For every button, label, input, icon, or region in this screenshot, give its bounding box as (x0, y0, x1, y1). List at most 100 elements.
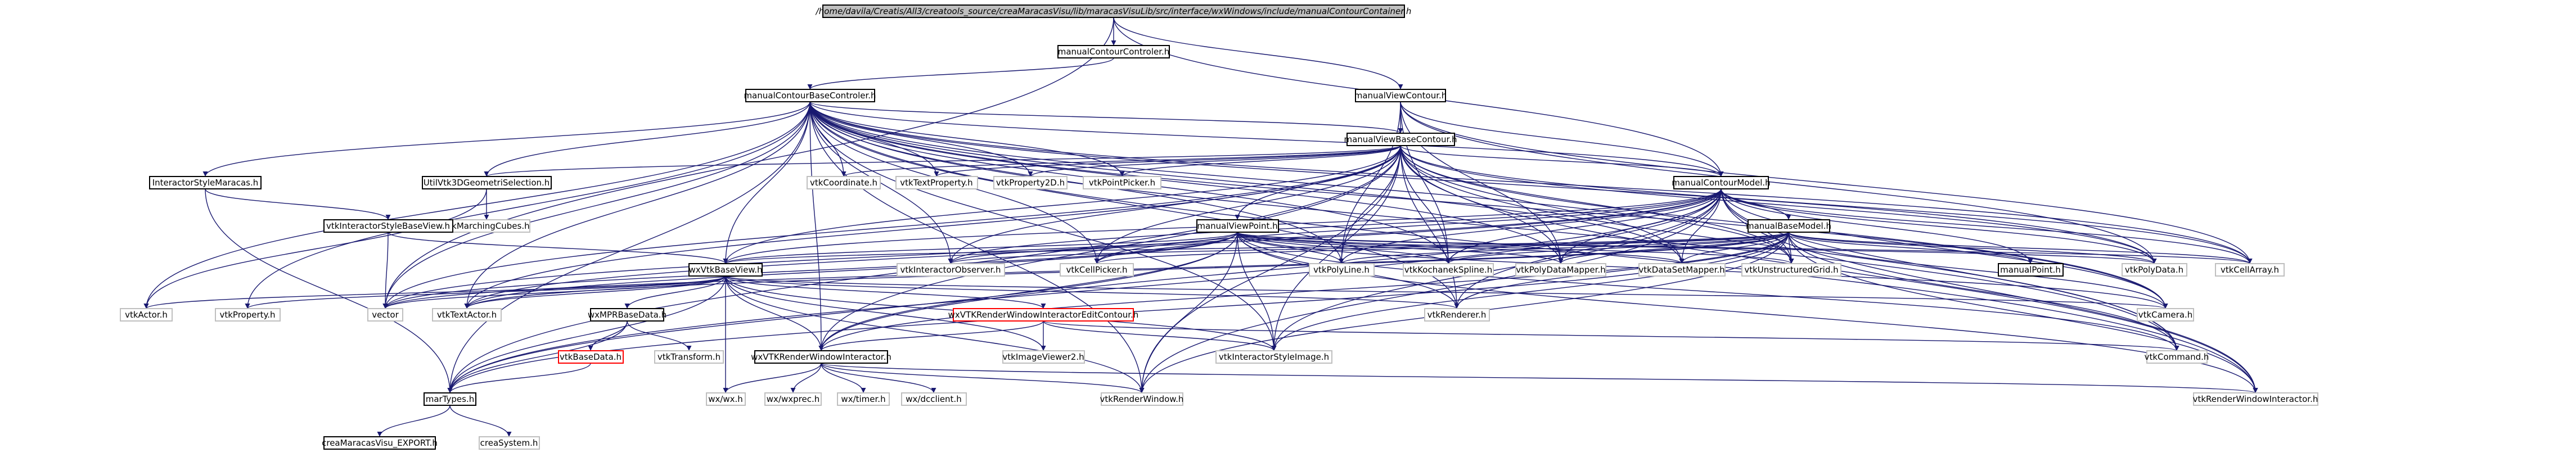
node-label: vtkUnstructuredGrid.h (1744, 265, 1838, 275)
node-crea: creaSystem.h (479, 436, 540, 450)
node-box (149, 176, 262, 189)
node-layer: /home/davila/Creatis/All3/creatools_sour… (120, 4, 2318, 450)
node-mcm[interactable]: manualContourModel.h (1672, 176, 1771, 189)
edge-mvbc-to-vpolydata (1400, 145, 2157, 264)
edge-mcbc-to-vector (382, 101, 810, 309)
edge-mvc-to-mcm (1400, 101, 1724, 177)
edge-mcbc-to-vproperty (245, 101, 810, 309)
node-box (120, 308, 173, 322)
node-label: vtkPolyDataMapper.h (1516, 265, 1605, 275)
edge-ism-to-visbv (205, 188, 391, 220)
node-box (215, 308, 281, 322)
node-ism[interactable]: InteractorStyleMaracas.h (149, 176, 262, 189)
node-u3d[interactable]: UtilVtk3DGeometriSelection.h (422, 176, 552, 189)
edge-mvp-to-viobs (948, 232, 1238, 264)
edge-mbm-to-vcellarray (1788, 232, 2253, 264)
node-label: vtkRenderer.h (1427, 310, 1487, 320)
node-box (2215, 263, 2285, 277)
node-mpoint[interactable]: manualPoint.h (1998, 263, 2064, 277)
node-vbasedata[interactable]: vtkBaseData.h (558, 350, 624, 364)
edge-mbm-to-vcommand (1788, 232, 2179, 351)
node-label: vtkPolyData.h (2125, 265, 2183, 275)
edge-wxvtkbv-to-wxvtkrwiec (725, 275, 1046, 309)
node-vprop2d: vtkProperty2D.h (993, 176, 1068, 189)
node-label: manualContourControler.h (1058, 47, 1170, 57)
node-vpolydata: vtkPolyData.h (2122, 263, 2187, 277)
node-label: marTypes.h (426, 394, 475, 404)
node-label: creaMaracasVisu_EXPORT.h (322, 438, 438, 449)
node-label: vtkTextProperty.h (900, 178, 972, 188)
edge-u3d-to-vactor (143, 188, 487, 309)
node-wxvtkrwi[interactable]: wxVTKRenderWindowInteractor.h (751, 350, 891, 364)
edge-mvp-to-vcommand (1237, 232, 2179, 351)
node-mvbc[interactable]: manualViewBaseContour.h (1344, 133, 1457, 146)
edge-mvbc-to-vtprop (934, 145, 1401, 177)
edge-mcm-to-vtextactor (464, 188, 1722, 309)
node-label: vtkProperty.h (219, 310, 275, 320)
node-box (1002, 350, 1085, 364)
node-wxtimer: wx/timer.h (837, 392, 890, 406)
node-vcoord: vtkCoordinate.h (807, 176, 881, 189)
edge-mcbc-to-vugrid (809, 101, 1794, 264)
node-wxprec: wx/wxprec.h (764, 392, 822, 406)
node-box (754, 350, 888, 364)
edge-vbasedata-to-martypes (447, 363, 591, 393)
node-box (323, 436, 436, 450)
node-root[interactable]: /home/davila/Creatis/All3/creatools_sour… (815, 4, 1412, 18)
node-label: wxMPRBaseData.h (588, 310, 666, 320)
edge-mcbc-to-u3d (484, 101, 810, 177)
node-box (897, 263, 1005, 277)
node-box (1060, 263, 1134, 277)
node-vrwi: vtkRenderWindowInteractor.h (2193, 392, 2318, 406)
node-export[interactable]: creaMaracasVisu_EXPORT.h (322, 436, 438, 450)
node-vrenderer: vtkRenderer.h (1424, 308, 1490, 322)
node-wxmpr[interactable]: wxMPRBaseData.h (588, 308, 666, 322)
node-label: vtkPointPicker.h (1089, 178, 1155, 188)
node-box (1748, 219, 1830, 233)
edge-mvbc-to-vprop2d (1028, 145, 1401, 177)
node-mvp[interactable]: manualViewPoint.h (1196, 219, 1279, 233)
edge-mvbc-to-vcellarray (1400, 145, 2253, 264)
node-box (1355, 89, 1446, 102)
node-label: manualViewPoint.h (1197, 221, 1277, 231)
node-visbv[interactable]: vtkInteractorStyleBaseView.h (323, 219, 453, 233)
edge-mcbc-to-vpolydata (809, 101, 2157, 264)
edge-martypes-to-crea (449, 405, 512, 437)
node-wxvtkbv[interactable]: wxVtkBaseView.h (688, 263, 763, 277)
node-box (422, 176, 552, 189)
edge-root-to-mvc (1113, 17, 1403, 90)
node-mvc[interactable]: manualViewContour.h (1354, 89, 1447, 102)
node-mcbc[interactable]: manualContourBaseControler.h (744, 89, 876, 102)
edge-mbm-to-vcellpicker (1094, 232, 1789, 264)
node-vtprop: vtkTextProperty.h (895, 176, 978, 189)
edge-mvp-to-vcellarray (1237, 232, 2252, 264)
node-label: wx/dcclient.h (906, 394, 961, 404)
node-box (745, 89, 875, 102)
edge-mvbc-to-mcm (1400, 145, 1724, 177)
node-vrenderwindow: vtkRenderWindow.h (1100, 392, 1183, 406)
edge-mcbc-to-vactor (143, 101, 810, 309)
node-mcc[interactable]: manualContourControler.h (1057, 45, 1170, 58)
edge-mvp-to-martypes (447, 232, 1238, 393)
node-label: vtkTextActor.h (437, 310, 497, 320)
edge-mvbc-to-vrenderwindow (1139, 145, 1401, 393)
node-box (1673, 176, 1769, 189)
edge-visbv-to-vector (382, 232, 389, 309)
node-wxvtkrwiec[interactable]: wxVTKRenderWindowInteractorEditContour.h (948, 308, 1139, 322)
edge-mbm-to-mpoint (1788, 232, 2033, 264)
node-mbm[interactable]: manualBaseModel.h (1746, 219, 1831, 233)
node-box (2193, 392, 2318, 406)
edge-mvbc-to-vector (382, 145, 1401, 309)
node-box (1196, 219, 1279, 233)
edge-wxvtkrwi-to-wxwx (723, 363, 822, 393)
node-label: vtkKochanekSpline.h (1404, 265, 1492, 275)
node-label: vtkCellPicker.h (1066, 265, 1127, 275)
node-vcellpicker: vtkCellPicker.h (1060, 263, 1134, 277)
edge-mcbc-to-vtextactor (464, 101, 810, 309)
node-box (1083, 176, 1161, 189)
node-box (323, 219, 453, 233)
edge-mvp-to-vpolyline (1237, 232, 1344, 264)
edge-mcbc-to-visimage (809, 101, 1277, 351)
node-label: manualContourBaseControler.h (744, 91, 876, 101)
node-martypes[interactable]: marTypes.h (424, 392, 476, 406)
